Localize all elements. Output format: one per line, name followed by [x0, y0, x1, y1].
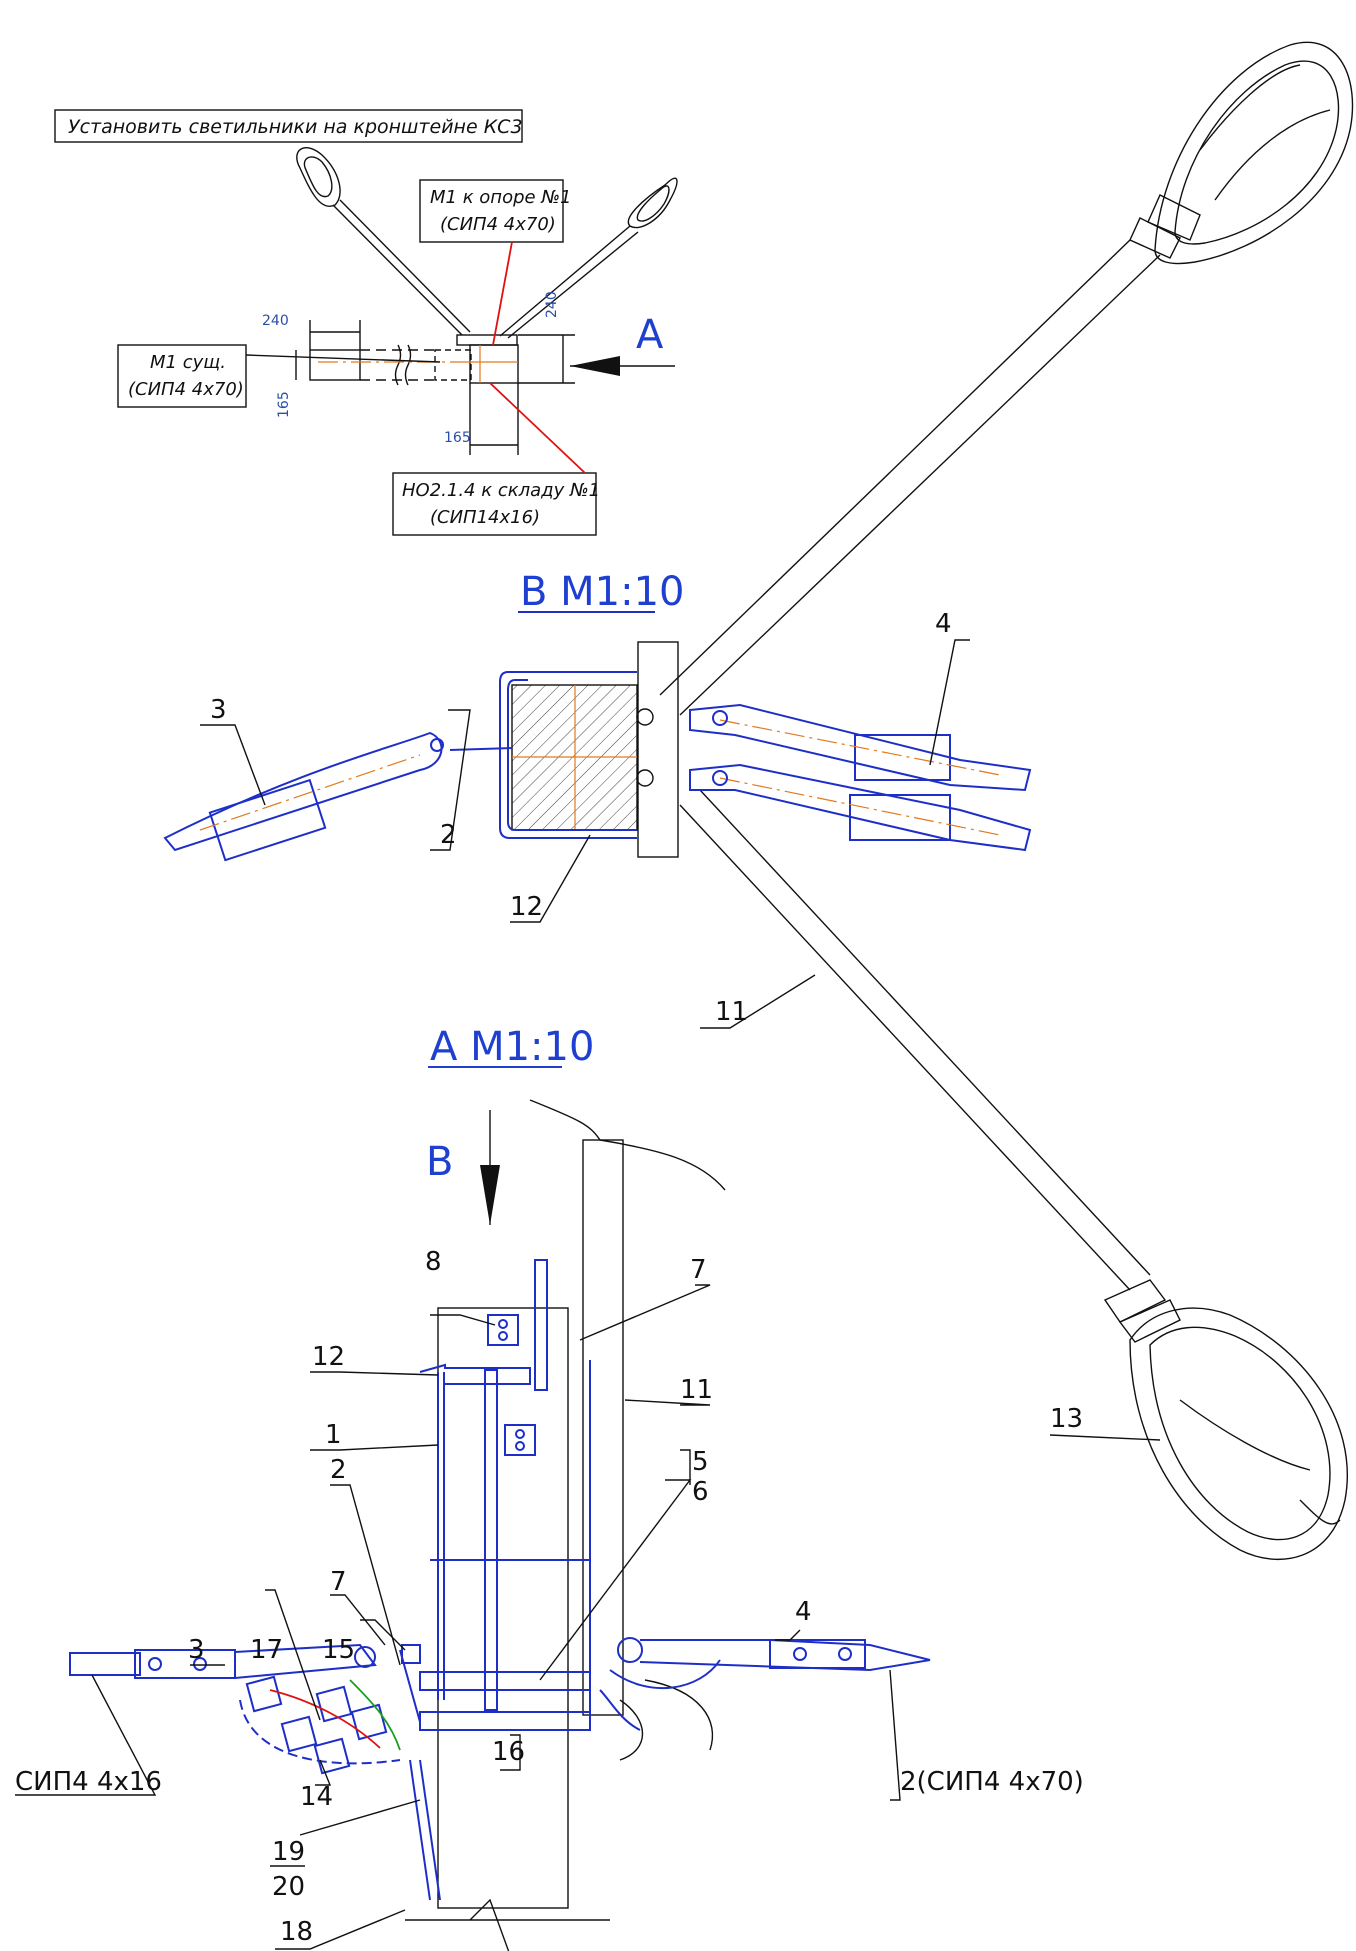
label-sip-16: СИП4 4х16	[15, 1767, 162, 1797]
label-4-view-a: 4	[795, 1597, 812, 1627]
clamp-4-view-a	[609, 1637, 931, 1690]
bracket-arm-11	[659, 239, 1161, 1291]
label-11-view-b: 11	[715, 997, 748, 1027]
label-2-view-b: 2	[440, 820, 457, 850]
title-view-b: В М1:10	[520, 569, 685, 615]
view-b-assembly	[449, 641, 679, 858]
label-1: 1	[325, 1420, 342, 1450]
note-m1-sush-2: (СИП4 4х70)	[128, 379, 244, 400]
label-5: 5	[692, 1447, 709, 1477]
position-labels: 3 2 12 4 11 13 8 7 12 11 1 5 6 2 4 7 3 1…	[15, 609, 1084, 1947]
view-arrow-a-letter: А	[636, 312, 664, 358]
note-m1-opora-2: (СИП4 4х70)	[440, 214, 556, 235]
note-box-ho	[392, 472, 597, 536]
label-2-view-a: 2	[330, 1455, 347, 1485]
label-16: 16	[492, 1737, 525, 1767]
view-arrow-b-icon	[480, 1110, 500, 1225]
pole-and-surroundings	[405, 1099, 726, 1951]
dim-165-h: 165	[444, 430, 471, 446]
label-20: 20	[272, 1872, 305, 1902]
note-box-top	[54, 109, 523, 143]
label-12-view-b: 12	[510, 892, 543, 922]
note-box-m1-opora	[419, 179, 564, 243]
label-3-view-b: 3	[210, 695, 227, 725]
dim-240-h: 240	[262, 313, 289, 329]
label-7-top: 7	[690, 1255, 707, 1285]
label-7-mid: 7	[330, 1567, 347, 1597]
label-4-view-b: 4	[935, 609, 952, 639]
note-m1-opora-1: М1 к опоре №1	[430, 187, 572, 208]
label-11-view-a: 11	[680, 1375, 713, 1405]
note-m1-sush-1: М1 сущ.	[150, 352, 226, 373]
title-view-a: А М1:10	[430, 1024, 594, 1070]
label-sip-70: 2(СИП4 4х70)	[900, 1767, 1084, 1797]
clamps-4-view-b	[689, 703, 1032, 852]
note-ho-2: (СИП14х16)	[430, 507, 540, 528]
big-luminaire-upper-icon	[1129, 41, 1354, 265]
top-plan: Установить светильники на кронштейне КС3	[54, 109, 678, 536]
label-6: 6	[692, 1477, 709, 1507]
small-luminaire-right-icon	[499, 177, 678, 339]
note-box-m1-sush	[117, 344, 247, 408]
note-ho-1: НО2.1.4 к складу №1	[402, 480, 600, 501]
leader-lines	[15, 639, 1161, 1950]
big-luminaire-lower-icon	[1103, 1279, 1348, 1561]
label-8: 8	[425, 1247, 442, 1277]
label-12-view-a: 12	[312, 1342, 345, 1372]
note-top-text: Установить светильники на кронштейне КС3	[68, 116, 523, 138]
view-arrow-a-icon	[570, 356, 675, 376]
clamp-3-view-b	[163, 731, 444, 862]
dim-165-v: 165	[276, 391, 292, 418]
label-17: 17	[250, 1635, 283, 1665]
clamp-3-view-a	[69, 1643, 377, 1679]
label-19: 19	[272, 1837, 305, 1867]
label-3-view-a: 3	[188, 1635, 205, 1665]
label-18: 18	[280, 1917, 313, 1947]
view-a-hardware	[399, 1259, 641, 1731]
branch-clamps-14	[239, 1675, 441, 1901]
dim-240-v: 240	[544, 291, 560, 318]
label-13: 13	[1050, 1404, 1083, 1434]
label-15: 15	[322, 1635, 355, 1665]
view-arrow-b-letter: В	[426, 1139, 453, 1185]
small-luminaire-left-icon	[296, 147, 471, 336]
label-14: 14	[300, 1782, 333, 1812]
